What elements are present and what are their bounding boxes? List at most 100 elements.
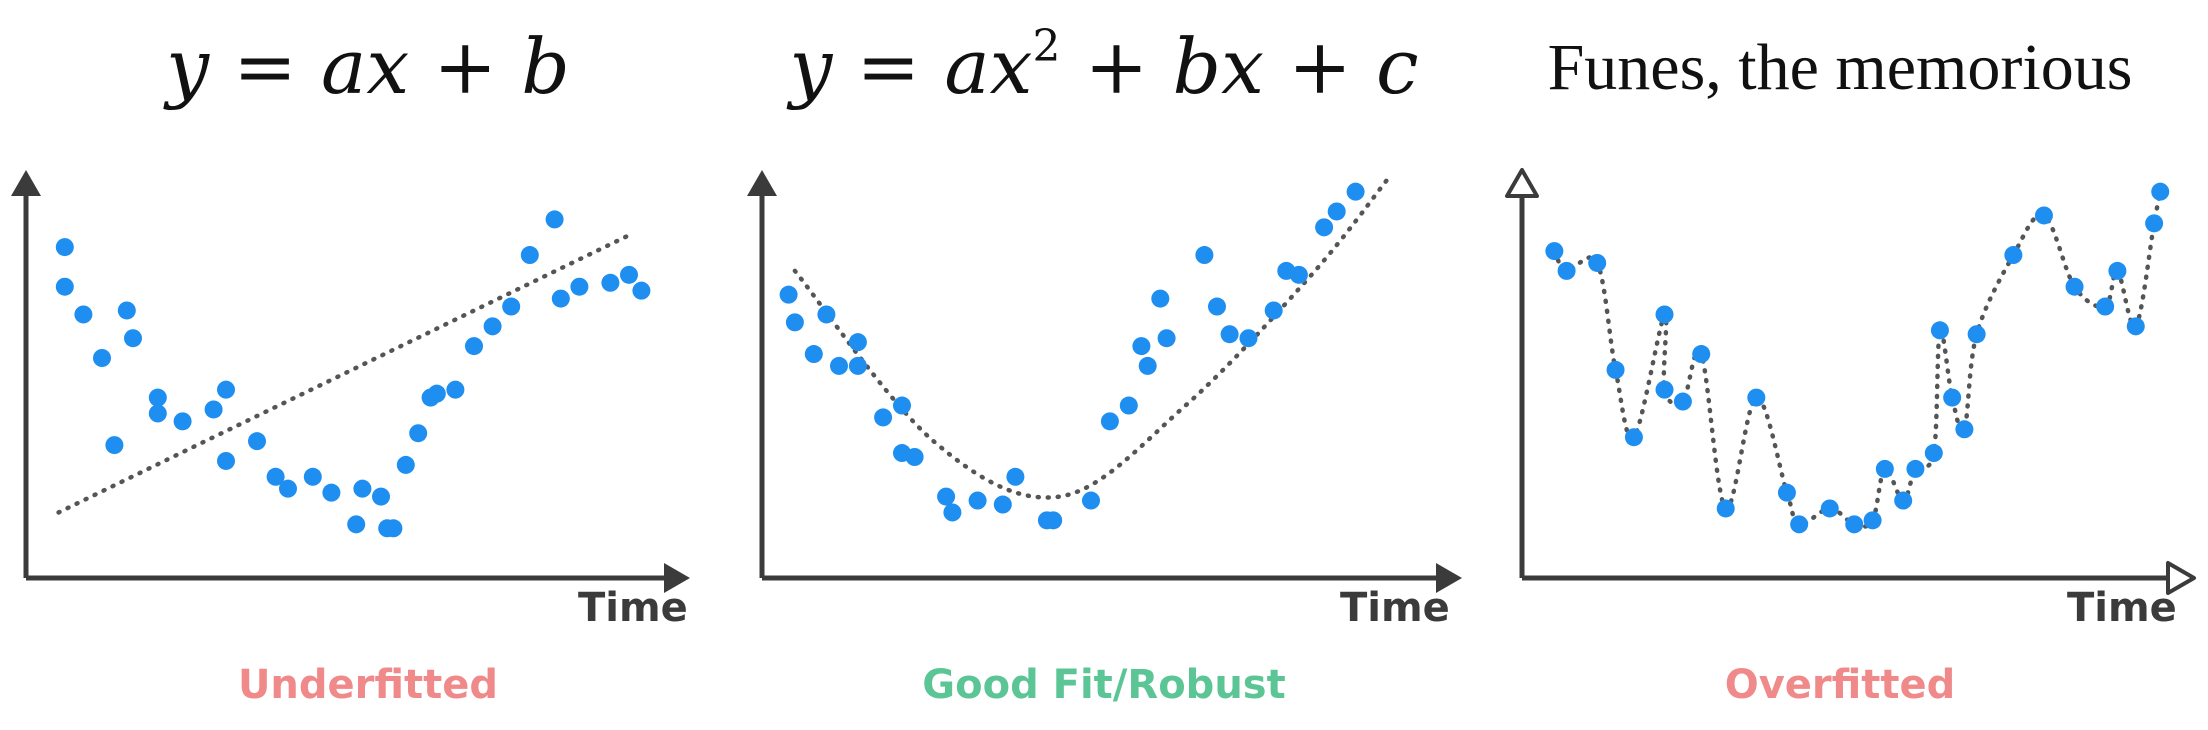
data-point: [446, 380, 465, 399]
chart-good-fit: [747, 170, 1462, 593]
data-point: [1924, 444, 1943, 463]
data-point: [1845, 515, 1864, 534]
data-point: [483, 317, 502, 336]
data-point: [105, 436, 124, 455]
data-point: [384, 519, 403, 538]
data-point: [1006, 467, 1025, 486]
data-point: [1239, 329, 1258, 348]
data-point: [848, 356, 867, 375]
data-point: [124, 329, 142, 348]
data-point: [1790, 515, 1809, 534]
data-point: [117, 301, 136, 320]
data-point: [1100, 412, 1119, 431]
data-point: [937, 487, 956, 506]
data-point: [217, 380, 235, 399]
caption-overfitted: Overfitted: [1724, 662, 1956, 708]
data-point: [148, 404, 167, 423]
data-point: [1930, 321, 1949, 340]
data-point: [545, 210, 564, 229]
data-point: [1943, 388, 1962, 407]
data-point: [1955, 420, 1974, 439]
y-axis-arrow-icon: [747, 170, 777, 196]
data-point: [830, 356, 848, 375]
caption-good-fit: Good Fit/Robust: [922, 662, 1286, 708]
data-point: [93, 349, 111, 367]
data-point: [1692, 345, 1711, 364]
data-point: [601, 273, 620, 292]
data-point: [1894, 491, 1913, 510]
x-axis-arrow-icon: [664, 563, 690, 593]
data-point: [1557, 261, 1576, 280]
fit-line: [56, 232, 632, 515]
data-point: [905, 448, 924, 466]
data-point: [551, 289, 570, 308]
data-point: [1138, 356, 1157, 375]
data-point: [266, 467, 285, 486]
data-point: [1747, 388, 1766, 407]
data-point: [2151, 182, 2170, 201]
data-point: [1777, 483, 1796, 502]
data-point: [303, 467, 322, 486]
data-point: [520, 246, 539, 265]
panel-underfitted: y = ax + b Time Underfitted: [0, 0, 736, 730]
data-point: [2108, 261, 2127, 280]
x-axis-label-time: Time: [2067, 585, 2177, 631]
chart-underfitted: [11, 170, 690, 593]
caption-underfitted: Underfitted: [237, 662, 499, 708]
data-point: [347, 515, 366, 534]
data-point: [1151, 289, 1170, 308]
data-point: [2096, 297, 2115, 316]
data-point: [2034, 206, 2053, 225]
data-point: [427, 384, 446, 403]
data-point: [2126, 317, 2145, 336]
data-point: [1906, 459, 1925, 478]
data-point: [2145, 214, 2164, 233]
data-point: [943, 503, 962, 522]
data-point: [1082, 491, 1100, 510]
data-point: [1673, 392, 1692, 411]
formula-quadratic: y = ax2 + bx + c: [789, 21, 1419, 111]
data-point: [1655, 380, 1674, 399]
data-point: [148, 388, 167, 407]
data-point: [1588, 253, 1607, 272]
data-point: [353, 479, 372, 498]
data-point: [279, 479, 297, 498]
data-point: [322, 483, 341, 502]
data-point: [893, 396, 911, 415]
data-point: [396, 455, 415, 474]
x-axis-arrow-icon: [1436, 563, 1462, 593]
data-point: [173, 412, 192, 431]
formula-linear: y = ax + b: [166, 22, 570, 111]
data-point: [1315, 218, 1334, 237]
data-point: [248, 432, 266, 451]
data-point: [74, 305, 93, 324]
data-point: [620, 265, 638, 284]
data-point: [1716, 499, 1735, 518]
data-point: [1289, 265, 1308, 284]
data-point: [2065, 277, 2084, 296]
fit-line: [1552, 189, 2163, 529]
x-axis-arrow-icon: [2166, 561, 2196, 595]
y-axis-arrow-icon: [1505, 168, 1539, 198]
data-point: [465, 337, 483, 356]
fit-line: [792, 177, 1390, 500]
data-point: [968, 491, 987, 510]
data-point: [372, 487, 390, 506]
data-point: [1264, 301, 1283, 320]
data-point: [817, 305, 836, 324]
panel-good-fit: y = ax2 + bx + c Time Good Fit/Robust: [736, 0, 1472, 730]
data-point: [1545, 242, 1564, 261]
data-point: [1220, 325, 1239, 344]
data-point: [570, 277, 589, 296]
data-point: [848, 333, 867, 352]
data-point: [1044, 511, 1063, 530]
data-point: [1820, 499, 1839, 518]
chart-overfitted: [1505, 168, 2196, 595]
title-funes: Funes, the memorious: [1547, 31, 2133, 104]
data-point: [874, 408, 893, 427]
data-point: [1875, 459, 1894, 478]
data-point: [502, 297, 521, 316]
data-point: [55, 238, 74, 257]
data-point: [1119, 396, 1138, 415]
data-point: [1967, 325, 1986, 344]
